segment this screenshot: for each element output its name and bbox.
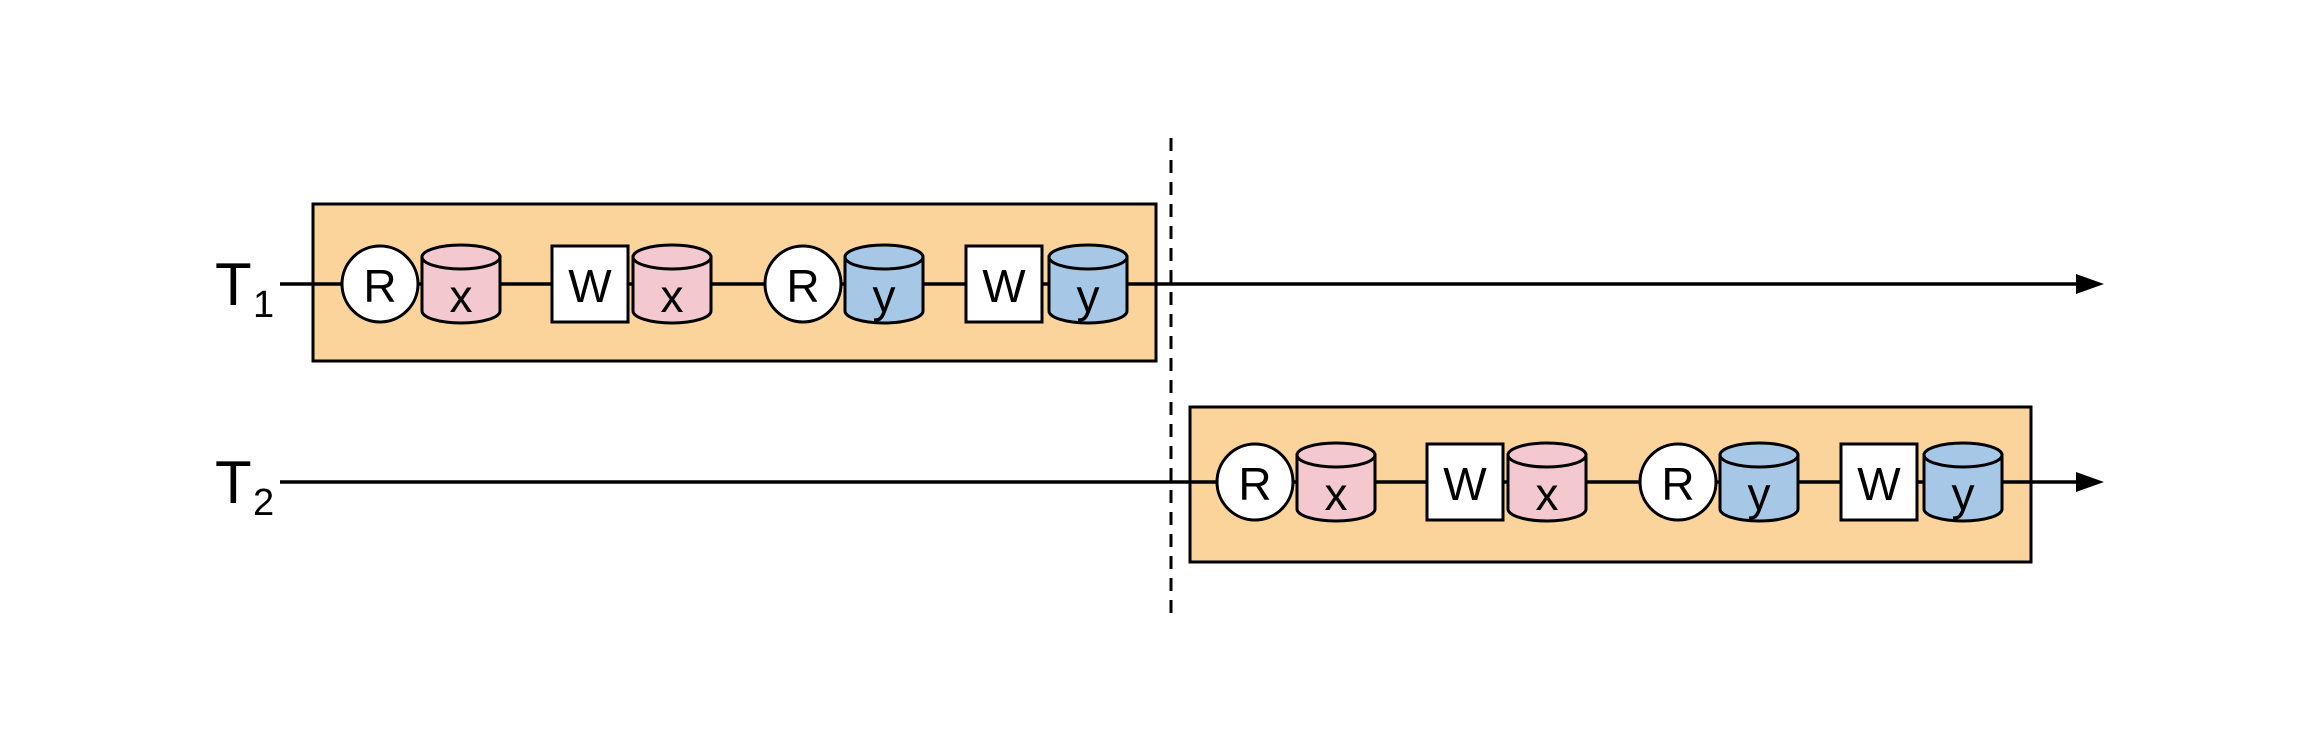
- read-op-label: R: [786, 260, 819, 312]
- data-item-x-cylinder-top: [631, 243, 713, 271]
- data-item-y-cylinder: [1047, 255, 1129, 325]
- data-item-y-label: y: [873, 270, 896, 322]
- data-item-x-label: x: [450, 270, 473, 322]
- data-item-y-cylinder: [843, 255, 925, 325]
- transaction-2-label: T: [215, 449, 252, 516]
- read-op-label: R: [1238, 458, 1271, 510]
- t1-read-y-op: R y: [763, 243, 925, 325]
- t1-write-y-op: W y: [964, 243, 1129, 325]
- read-op-circle: [1638, 442, 1718, 522]
- data-item-x-cylinder-top: [1295, 441, 1377, 469]
- transaction-2-arrowhead-icon: [2076, 472, 2104, 492]
- read-op-circle: [340, 244, 420, 324]
- read-op-circle: [1215, 442, 1295, 522]
- data-item-y-cylinder-top: [843, 243, 925, 271]
- read-op-circle: [763, 244, 843, 324]
- data-item-x-label: x: [661, 270, 684, 322]
- t1-write-x-op: W x: [550, 243, 713, 325]
- data-item-y-cylinder: [1718, 453, 1800, 523]
- data-item-y-cylinder-top: [1718, 441, 1800, 469]
- read-op-label: R: [363, 260, 396, 312]
- t2-read-y-op: R y: [1638, 441, 1800, 523]
- data-item-x-label: x: [1325, 468, 1348, 520]
- data-item-x-cylinder: [631, 255, 713, 325]
- write-op-label: W: [568, 260, 612, 312]
- data-item-y-cylinder: [1922, 453, 2004, 523]
- t2-write-x-op: W x: [1425, 441, 1588, 523]
- data-item-y-label: y: [1952, 468, 1975, 520]
- write-op-square: [550, 244, 630, 324]
- data-item-x-cylinder-top: [420, 243, 502, 271]
- transaction-1-label: T: [215, 251, 252, 318]
- t1-read-x-op: R x: [340, 243, 502, 325]
- write-op-square: [1839, 442, 1919, 522]
- data-item-x-cylinder: [420, 255, 502, 325]
- data-item-y-label: y: [1077, 270, 1100, 322]
- data-item-x-label: x: [1536, 468, 1559, 520]
- write-op-label: W: [982, 260, 1026, 312]
- data-item-x-cylinder-top: [1506, 441, 1588, 469]
- data-item-x-cylinder: [1295, 453, 1377, 523]
- data-item-y-label: y: [1748, 468, 1771, 520]
- write-op-label: W: [1857, 458, 1901, 510]
- transaction-2-label-subscript: 2: [253, 482, 274, 524]
- transaction-1-row: T 1 R x W x R y W: [215, 202, 2104, 363]
- write-op-square: [1425, 442, 1505, 522]
- data-item-x-cylinder: [1506, 453, 1588, 523]
- transaction-1-arrowhead-icon: [2076, 274, 2104, 294]
- write-op-label: W: [1443, 458, 1487, 510]
- transaction-2-row: T 2 R x W x R y W: [215, 405, 2104, 564]
- t2-write-y-op: W y: [1839, 441, 2004, 523]
- data-item-y-cylinder-top: [1922, 441, 2004, 469]
- data-item-y-cylinder-top: [1047, 243, 1129, 271]
- transaction-1-label-subscript: 1: [253, 284, 274, 326]
- read-op-label: R: [1661, 458, 1694, 510]
- t2-read-x-op: R x: [1215, 441, 1377, 523]
- write-op-square: [964, 244, 1044, 324]
